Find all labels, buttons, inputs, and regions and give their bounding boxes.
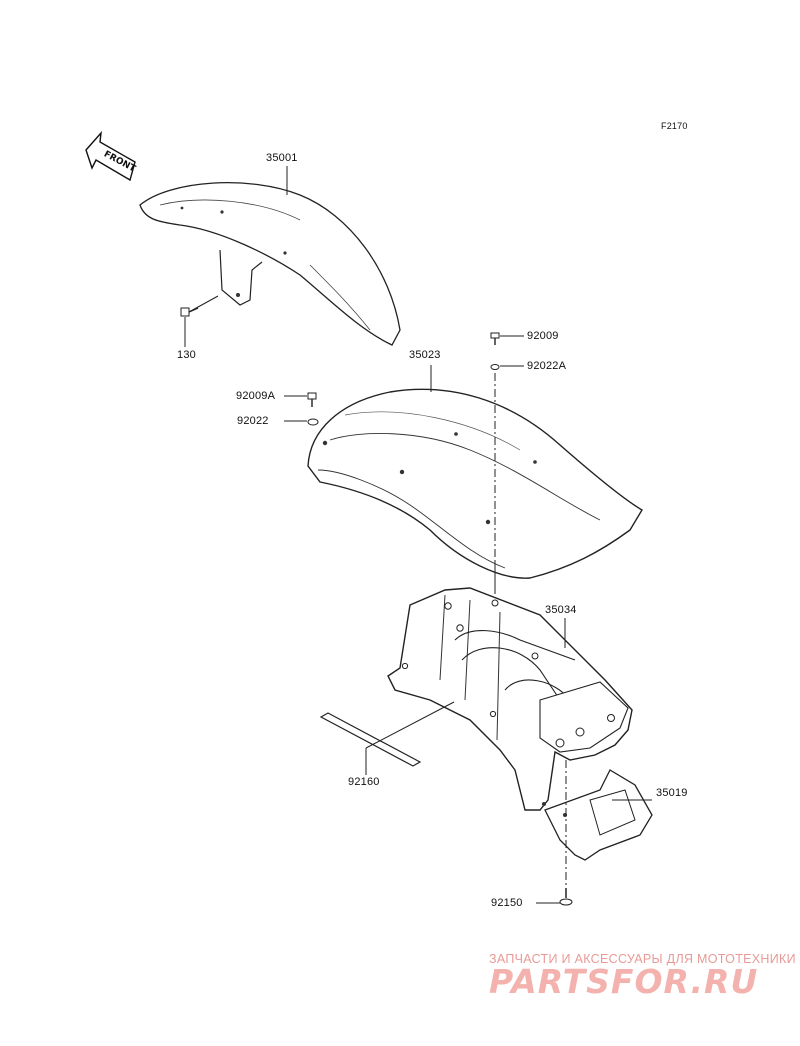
screw-92150-icon — [559, 888, 573, 906]
flap-bracket-35019[interactable] — [544, 769, 653, 861]
washer-92022-icon — [307, 418, 319, 426]
watermark-tagline: ЗАПЧАСТИ И АКСЕССУАРЫ ДЛЯ МОТОТЕХНИКИ — [489, 952, 796, 966]
part-label-35023[interactable]: 35023 — [409, 349, 441, 361]
part-label-92150[interactable]: 92150 — [491, 897, 523, 909]
part-label-92009[interactable]: 92009 — [527, 330, 559, 342]
part-label-92022[interactable]: 92022 — [237, 415, 269, 427]
part-label-130[interactable]: 130 — [177, 349, 196, 361]
tape-92160-icon — [319, 712, 422, 767]
part-label-35019[interactable]: 35019 — [656, 787, 688, 799]
bolt-92009-icon — [490, 332, 500, 345]
part-label-35001[interactable]: 35001 — [266, 152, 298, 164]
front-fender-35001[interactable] — [139, 182, 401, 346]
part-label-92009a[interactable]: 92009A — [236, 390, 276, 402]
part-label-92022a[interactable]: 92022A — [527, 360, 567, 372]
bolt-92009a-icon — [307, 392, 317, 407]
rear-fender-35023[interactable] — [307, 388, 643, 579]
fender-bracket-35034[interactable] — [387, 587, 633, 811]
front-arrow-icon: FRONT — [85, 130, 138, 182]
part-label-92160[interactable]: 92160 — [348, 776, 380, 788]
part-label-35034[interactable]: 35034 — [545, 604, 577, 616]
figure-code: F2170 — [661, 121, 688, 131]
washer-92022a-icon — [490, 364, 500, 370]
watermark-logo: PARTSFOR.RU — [489, 962, 759, 1001]
